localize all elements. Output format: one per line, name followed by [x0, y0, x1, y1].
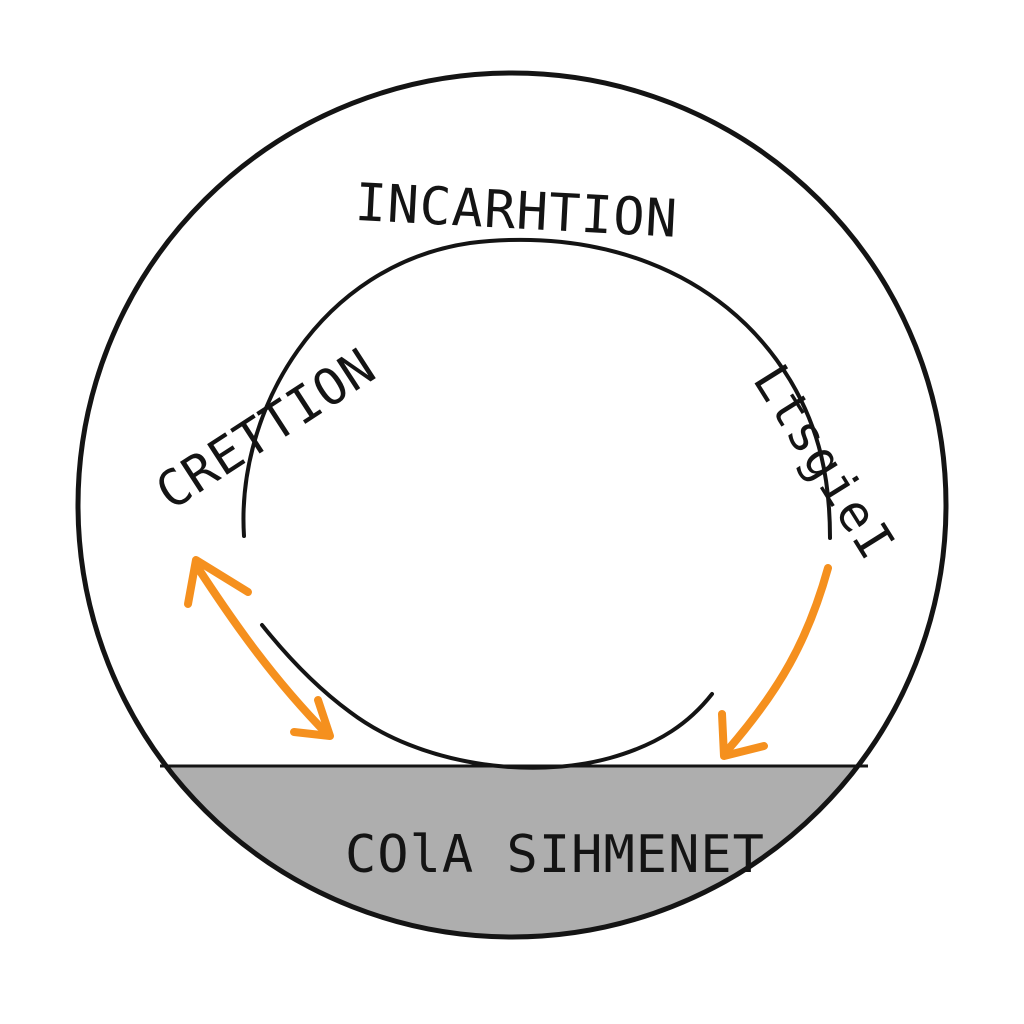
inner-cycle-upper-arc [241, 237, 832, 540]
inner-cycle-lower-arc [260, 623, 714, 770]
right-arrow-icon [718, 564, 832, 760]
label-bottom: COlA SIHMENET [345, 825, 765, 885]
label-top: INCARHTION [354, 173, 680, 250]
outer-circle [75, 70, 949, 940]
left-double-arrow-icon [184, 556, 334, 740]
label-left: CRETTION [146, 337, 386, 521]
label-right: LtsgieI [742, 355, 907, 570]
